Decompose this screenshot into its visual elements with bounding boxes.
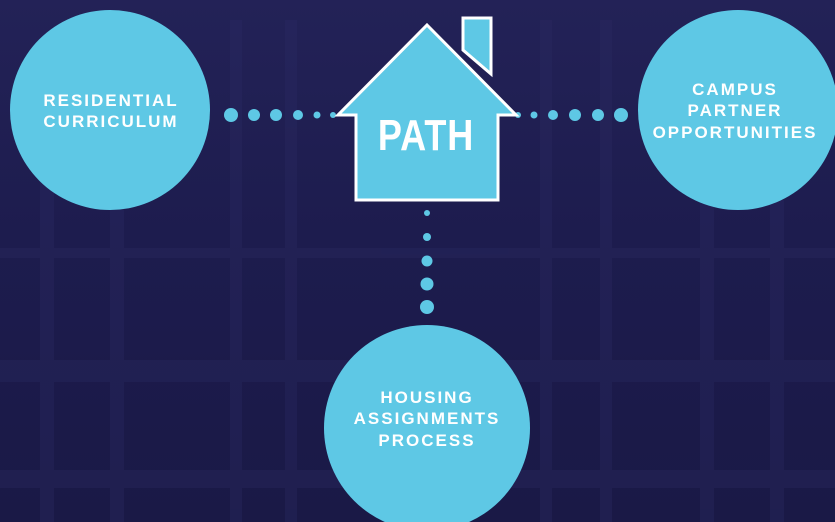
housing-line-3: PROCESS	[378, 430, 476, 450]
connector-bottom	[420, 210, 434, 314]
campus-partner-circle	[638, 10, 835, 210]
campus-line-3: OPPORTUNITIES	[652, 122, 818, 142]
housing-assignments-circle	[324, 325, 530, 522]
campus-partner-opportunities-label: CAMPUS PARTNER OPPORTUNITIES	[640, 10, 830, 212]
connector-right	[515, 108, 628, 122]
residential-line-2: CURRICULUM	[43, 112, 179, 131]
housing-line-1: HOUSING	[380, 388, 474, 408]
residential-line-1: RESIDENTIAL	[43, 90, 179, 110]
residential-curriculum-circle	[10, 10, 210, 210]
campus-line-1: CAMPUS	[692, 80, 778, 100]
path-house-icon	[334, 16, 520, 202]
housing-assignments-process-label: HOUSING ASSIGNMENTS PROCESS	[322, 344, 532, 494]
housing-line-2: ASSIGNMENTS	[353, 409, 501, 429]
background-railings	[0, 20, 835, 522]
path-center-label: PATH	[377, 110, 475, 160]
campus-line-2: PARTNER	[687, 101, 783, 121]
connector-left	[224, 108, 336, 122]
residential-curriculum-label: RESIDENTIAL CURRICULUM	[10, 10, 212, 212]
